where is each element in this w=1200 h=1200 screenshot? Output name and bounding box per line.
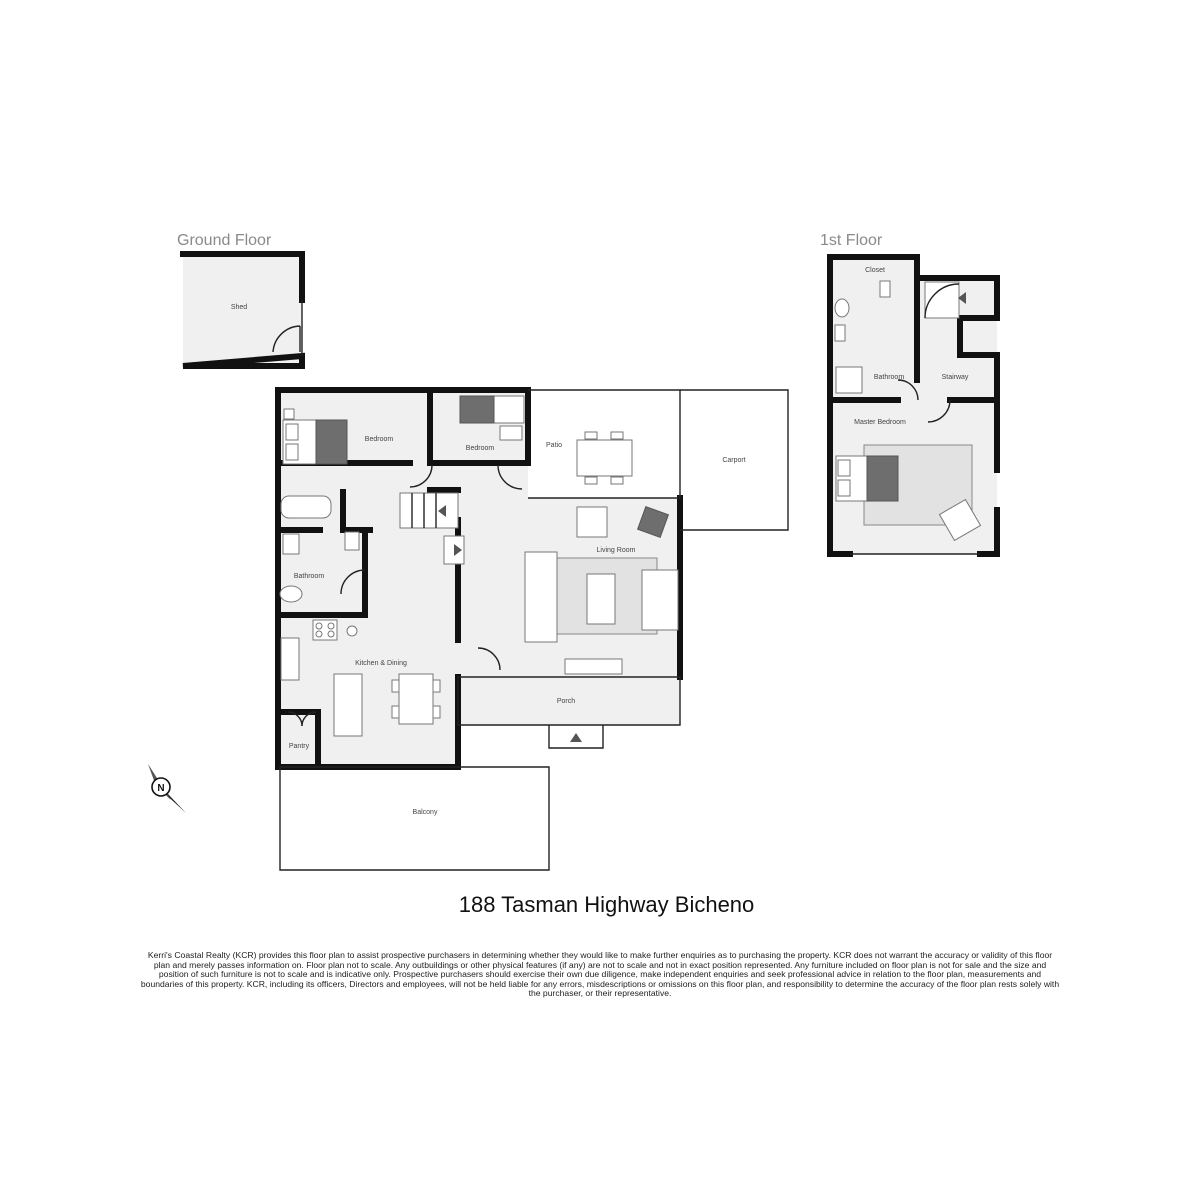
ground-floor-plan [275,387,789,871]
ground-floor-label: Ground Floor [177,232,272,249]
room-label-porch: Porch [557,698,575,705]
room-label-pantry: Pantry [289,743,310,750]
room-label-shed: Shed [231,304,247,311]
first-floor-label: 1st Floor [820,232,883,249]
room-label-carport: Carport [722,457,745,464]
room-label-bathroom-first: Bathroom [874,374,905,381]
room-label-living-room: Living Room [597,547,636,554]
property-address-title: 188 Tasman Highway Bicheno [458,892,755,917]
room-label-bedroom-2: Bedroom [466,445,495,452]
room-label-balcony: Balcony [413,809,438,816]
room-label-bedroom-1: Bedroom [365,436,394,443]
compass-label: N [157,783,164,794]
room-label-master-bedroom: Master Bedroom [854,419,906,426]
disclaimer-text: Kerri's Coastal Realty (KCR) provides th… [140,950,1060,999]
room-label-patio: Patio [546,442,562,449]
room-label-stairway: Stairway [942,374,969,381]
room-label-bathroom-ground: Bathroom [294,573,325,580]
first-floor-plan [827,254,1000,557]
compass-icon: N [148,764,186,813]
shed-plan [180,251,305,369]
room-label-kitchen-dining: Kitchen & Dining [355,660,407,667]
room-label-closet: Closet [865,267,885,274]
